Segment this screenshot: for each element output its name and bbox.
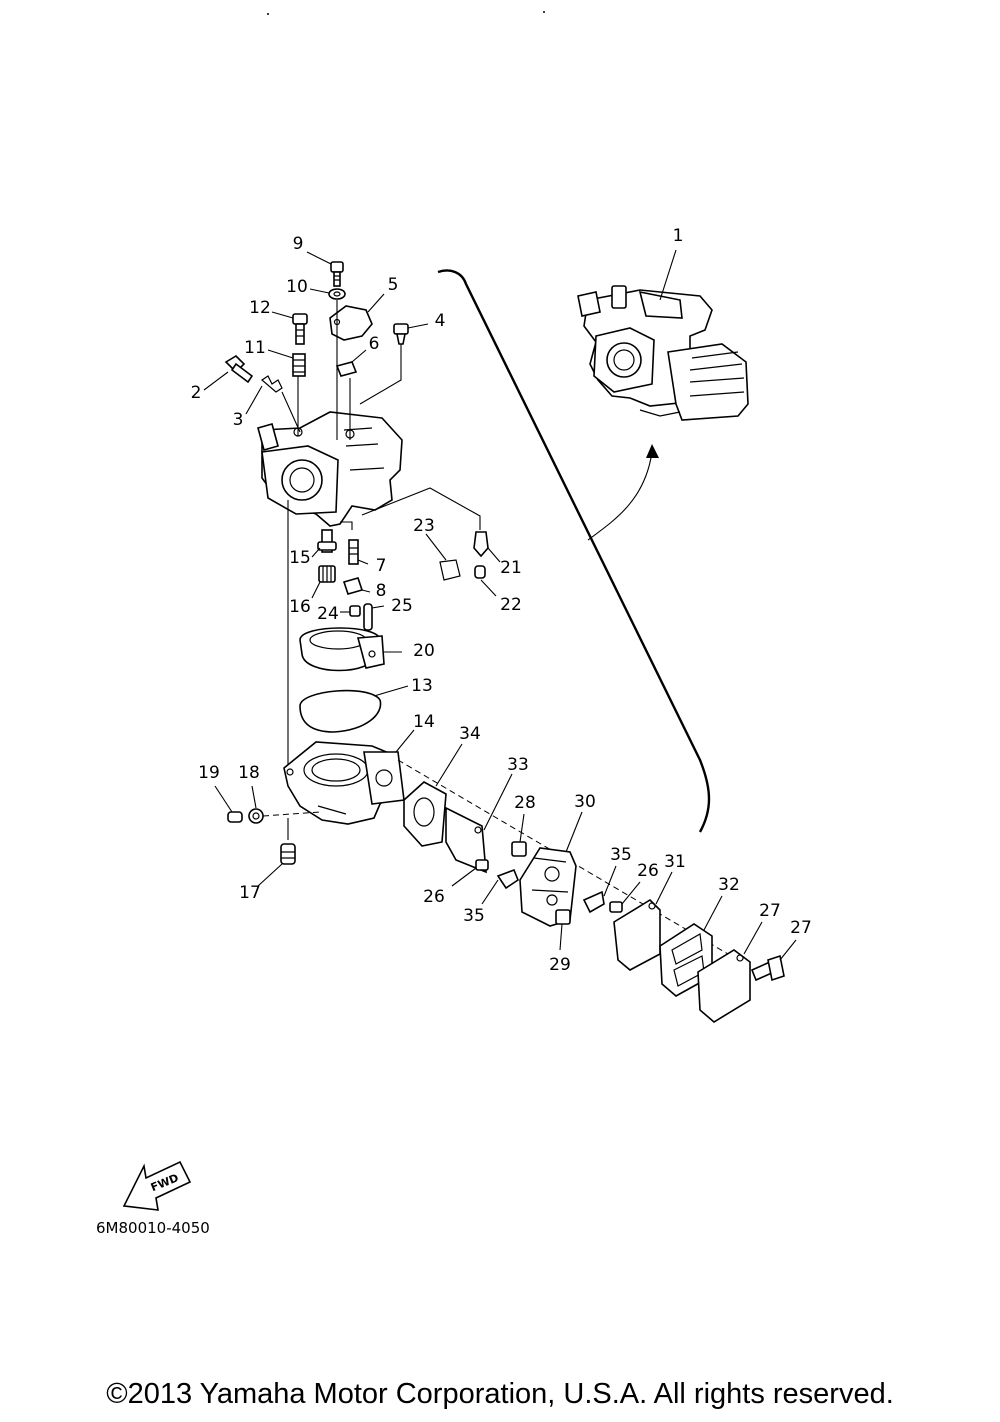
part-valve-35b — [582, 865, 617, 914]
part-jet-7 — [348, 539, 369, 565]
part-gasket-13 — [299, 685, 409, 733]
part-number-2: 2 — [191, 383, 202, 403]
part-number-1: 1 — [673, 226, 684, 246]
part-number-3: 3 — [233, 410, 244, 430]
part-screw-26b — [609, 881, 641, 913]
fwd-direction-arrow: FWD — [122, 1160, 192, 1211]
part-number-7: 7 — [376, 556, 387, 576]
assembled-carburetor: 1 — [577, 226, 749, 421]
part-number-21: 21 — [500, 558, 522, 578]
part-diaphragm-33 — [445, 773, 513, 874]
part-cap-8 — [342, 577, 371, 595]
part-screw-26a — [451, 859, 489, 887]
copyright-notice: ©2013 Yamaha Motor Corporation, U.S.A. A… — [106, 1378, 894, 1410]
part-number-13: 13 — [411, 676, 433, 696]
part-screw-28 — [750, 939, 797, 982]
part-number-30: 32 — [718, 875, 740, 895]
part-number-17: 17 — [239, 883, 261, 903]
part-number-22: 22 — [500, 595, 522, 615]
part-washer-10 — [309, 288, 346, 300]
part-float-bowl-14 — [283, 729, 415, 825]
assembly-bracket — [437, 269, 711, 833]
part-number-9: 9 — [293, 234, 304, 254]
part-number-16: 16 — [289, 597, 311, 617]
part-screw-19 — [214, 785, 243, 823]
part-number-25: 25 — [391, 596, 413, 616]
part-number-8: 8 — [376, 581, 387, 601]
part-pin-25 — [363, 603, 385, 631]
part-number-26a: 26 — [423, 887, 445, 907]
part-number-20: 20 — [413, 641, 435, 661]
part-number-33: 33 — [507, 755, 529, 775]
part-number-18: 18 — [238, 763, 260, 783]
part-number-27a: 28 — [514, 793, 536, 813]
diagram-code: 6M80010-4050 — [96, 1219, 210, 1237]
part-screw-2 — [203, 354, 254, 391]
part-nut-27a — [511, 813, 527, 857]
part-number-34: 34 — [459, 724, 481, 744]
part-nut-27b — [555, 909, 571, 951]
part-number-6: 6 — [369, 334, 380, 354]
part-screw-24 — [340, 605, 361, 617]
part-number-14: 14 — [413, 712, 435, 732]
part-needle-21 — [473, 531, 501, 563]
part-spring-3 — [245, 375, 283, 415]
assembly-arrow — [587, 444, 659, 541]
part-number-28: 27 — [790, 918, 812, 938]
part-number-5: 5 — [388, 275, 399, 295]
part-number-32: 30 — [574, 792, 596, 812]
part-number-35b: 35 — [610, 845, 632, 865]
part-washer-18 — [248, 785, 264, 824]
part-number-15: 15 — [289, 548, 311, 568]
part-screw-12 — [271, 311, 308, 345]
part-plug-17 — [257, 843, 296, 887]
part-seat-22 — [474, 565, 497, 597]
part-number-31: 31 — [664, 852, 686, 872]
part-number-27b: 29 — [549, 955, 571, 975]
part-number-11: 11 — [244, 338, 266, 358]
part-float-20 — [299, 627, 402, 672]
part-number-23: 23 — [413, 516, 435, 536]
carburetor-body — [257, 411, 403, 527]
part-pump-body-32 — [519, 811, 583, 927]
part-valve-35a — [481, 868, 519, 905]
part-nut-16 — [311, 565, 336, 599]
part-jet-15 — [311, 529, 337, 558]
part-number-10: 10 — [286, 277, 308, 297]
part-number-26b: 26 — [637, 861, 659, 881]
part-number-35a: 35 — [463, 906, 485, 926]
part-screw-11 — [267, 349, 306, 377]
part-number-4: 4 — [435, 311, 446, 331]
part-gasket-34 — [403, 743, 463, 847]
part-cover-29 — [697, 921, 763, 1023]
part-screw-9 — [306, 251, 344, 287]
part-number-12: 12 — [249, 298, 271, 318]
part-plug-4 — [393, 323, 429, 345]
part-6 — [335, 349, 367, 377]
part-number-24: 24 — [317, 604, 339, 624]
part-clip-23 — [425, 533, 461, 581]
part-number-29: 27 — [759, 901, 781, 921]
part-number-19: 19 — [198, 763, 220, 783]
